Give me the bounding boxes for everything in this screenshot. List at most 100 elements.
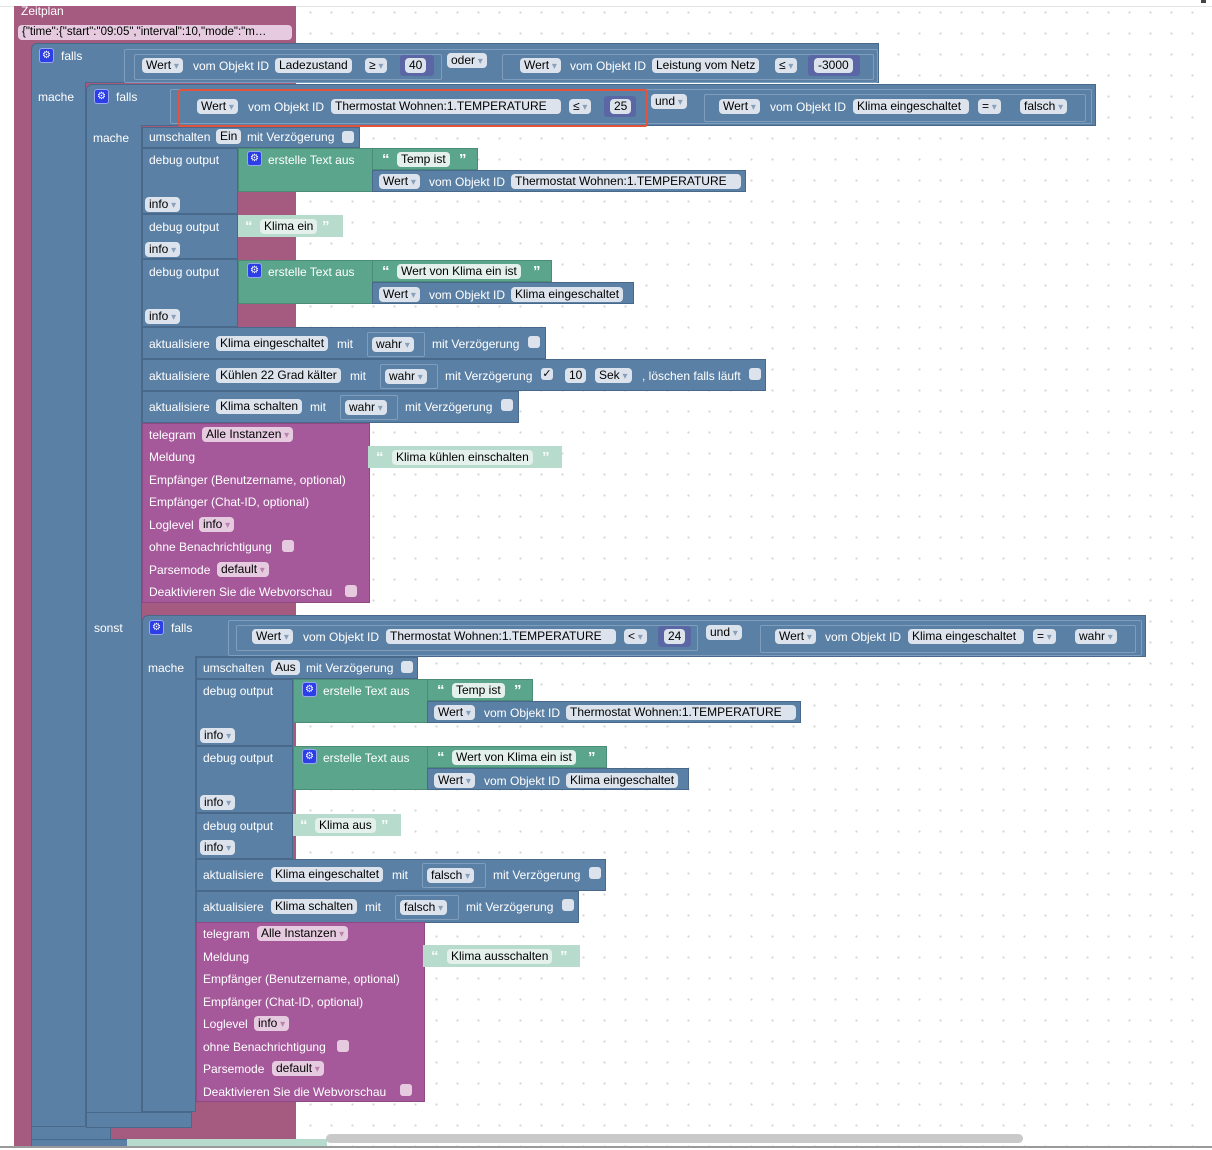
wert-dropdown[interactable]: Wert xyxy=(252,629,293,644)
gear-icon[interactable]: ⚙ xyxy=(247,263,262,278)
logic-dropdown[interactable]: und xyxy=(651,94,687,109)
instance-dropdown[interactable]: Alle Instanzen xyxy=(257,926,349,941)
log-level-dropdown[interactable]: info xyxy=(200,840,236,855)
object-id-field[interactable]: Thermostat Wohnen:1.TEMPERATURE xyxy=(566,705,796,720)
object-id-field[interactable]: Ladezustand xyxy=(275,58,352,73)
update-statement[interactable] xyxy=(196,891,579,923)
log-level-dropdown[interactable]: info xyxy=(200,728,236,743)
wert-dropdown[interactable]: Wert xyxy=(142,58,183,73)
update-label: aktualisiere xyxy=(149,400,210,414)
instance-dropdown[interactable]: Alle Instanzen xyxy=(202,427,294,442)
operator-dropdown[interactable]: = xyxy=(978,99,1001,114)
logic-dropdown[interactable]: und xyxy=(706,625,742,640)
boolean-dropdown[interactable]: falsch xyxy=(400,900,448,915)
clear-if-running-checkbox[interactable] xyxy=(749,368,761,380)
debug-output-label: debug output xyxy=(149,265,220,279)
object-id-field[interactable]: Thermostat Wohnen:1.TEMPERATURE xyxy=(331,99,561,114)
disable-preview-checkbox[interactable] xyxy=(345,585,357,597)
gear-icon[interactable]: ⚙ xyxy=(39,48,54,63)
object-id-field[interactable]: Klima eingeschaltet xyxy=(908,629,1024,644)
loglevel-dropdown[interactable]: info xyxy=(254,1016,290,1031)
parsemode-dropdown[interactable]: default xyxy=(217,562,269,577)
wert-dropdown[interactable]: Wert xyxy=(775,629,816,644)
boolean-dropdown[interactable]: falsch xyxy=(1020,99,1068,114)
object-id-field[interactable]: Klima eingeschaltet xyxy=(853,99,969,114)
message-label: Meldung xyxy=(149,450,196,464)
object-id-field[interactable]: Kühlen 22 Grad kälter xyxy=(216,368,341,383)
number-field[interactable]: 25 xyxy=(610,99,632,114)
object-id-field[interactable]: Thermostat Wohnen:1.TEMPERATURE xyxy=(386,629,616,644)
gear-icon[interactable]: ⚙ xyxy=(302,682,317,697)
wert-dropdown[interactable]: Wert xyxy=(719,99,760,114)
log-level-dropdown[interactable]: info xyxy=(145,309,181,324)
delay-checkbox[interactable] xyxy=(401,661,413,673)
delay-unit-dropdown[interactable]: Sek xyxy=(595,368,632,383)
text-field[interactable]: Klima ein xyxy=(260,219,318,234)
wert-dropdown[interactable]: Wert xyxy=(379,287,420,302)
object-id-field[interactable]: Thermostat Wohnen:1.TEMPERATURE xyxy=(511,174,741,189)
object-id-field[interactable]: Leistung vom Netz xyxy=(652,58,760,73)
text-field[interactable]: Wert von Klima ein ist xyxy=(452,750,576,765)
toggle-statement[interactable] xyxy=(196,657,418,679)
object-id-field[interactable]: Klima eingeschaltet xyxy=(511,287,624,302)
operator-dropdown[interactable]: ≤ xyxy=(569,99,592,114)
boolean-dropdown[interactable]: wahr xyxy=(1075,629,1117,644)
operator-dropdown[interactable]: ≤ xyxy=(775,58,798,73)
delay-checkbox[interactable] xyxy=(562,899,574,911)
gear-icon[interactable]: ⚙ xyxy=(149,620,164,635)
silent-checkbox[interactable] xyxy=(337,1040,349,1052)
text-field[interactable]: Klima kühlen einschalten xyxy=(392,450,533,465)
parsemode-dropdown[interactable]: default xyxy=(272,1061,324,1076)
object-id-field[interactable]: Klima schalten xyxy=(271,899,358,914)
text-field[interactable]: Temp ist xyxy=(452,683,505,698)
text-field[interactable]: Klima aus xyxy=(315,818,376,833)
update-statement[interactable] xyxy=(142,391,519,423)
text-field[interactable]: Klima ausschalten xyxy=(447,949,553,964)
wert-dropdown[interactable]: Wert xyxy=(197,99,238,114)
operator-dropdown[interactable]: < xyxy=(624,629,647,644)
number-field[interactable]: 40 xyxy=(405,58,427,73)
delay-checkbox[interactable] xyxy=(342,131,354,143)
boolean-dropdown[interactable]: falsch xyxy=(427,868,475,883)
operator-dropdown[interactable]: = xyxy=(1033,629,1056,644)
boolean-dropdown[interactable]: wahr xyxy=(372,337,414,352)
silent-checkbox[interactable] xyxy=(282,540,294,552)
object-id-field[interactable]: Klima eingeschaltet xyxy=(566,773,679,788)
debug-output-label: debug output xyxy=(203,684,274,698)
number-field[interactable]: -3000 xyxy=(814,58,853,73)
toggle-statement[interactable] xyxy=(142,127,360,148)
schedule-spec-field[interactable]: {"time":{"start":"09:05","interval":10,"… xyxy=(18,25,292,40)
boolean-dropdown[interactable]: wahr xyxy=(385,369,427,384)
delay-checkbox[interactable] xyxy=(589,867,601,879)
boolean-dropdown[interactable]: wahr xyxy=(345,400,387,415)
delay-checkbox[interactable] xyxy=(528,336,540,348)
text-field[interactable]: Temp ist xyxy=(397,152,450,167)
object-id-field[interactable]: Klima schalten xyxy=(216,399,303,414)
text-field[interactable]: Wert von Klima ein ist xyxy=(397,264,521,279)
wert-dropdown[interactable]: Wert xyxy=(434,705,475,720)
gear-icon[interactable]: ⚙ xyxy=(94,89,109,104)
delay-checkbox[interactable] xyxy=(501,399,513,411)
object-id-field[interactable]: Klima eingeschaltet xyxy=(271,867,384,882)
delay-checkbox-checked[interactable]: ✓ xyxy=(541,368,553,380)
toggle-value-field[interactable]: Ein xyxy=(216,129,242,144)
log-level-dropdown[interactable]: info xyxy=(200,795,236,810)
logic-dropdown[interactable]: oder xyxy=(447,53,487,68)
wert-dropdown[interactable]: Wert xyxy=(520,58,561,73)
object-id-field[interactable]: Klima eingeschaltet xyxy=(216,336,329,351)
update-statement[interactable] xyxy=(142,327,546,359)
horizontal-scrollbar[interactable] xyxy=(326,1134,1023,1143)
update-statement[interactable] xyxy=(196,859,606,891)
loglevel-dropdown[interactable]: info xyxy=(199,517,235,532)
log-level-dropdown[interactable]: info xyxy=(145,197,181,212)
disable-preview-checkbox[interactable] xyxy=(400,1084,412,1096)
number-field[interactable]: 24 xyxy=(664,629,686,644)
delay-value-field[interactable]: 10 xyxy=(565,368,587,383)
wert-dropdown[interactable]: Wert xyxy=(434,773,475,788)
gear-icon[interactable]: ⚙ xyxy=(302,749,317,764)
log-level-dropdown[interactable]: info xyxy=(145,242,181,257)
gear-icon[interactable]: ⚙ xyxy=(247,151,262,166)
operator-dropdown[interactable]: ≥ xyxy=(365,58,388,73)
wert-dropdown[interactable]: Wert xyxy=(379,174,420,189)
toggle-value-field[interactable]: Aus xyxy=(271,660,300,675)
